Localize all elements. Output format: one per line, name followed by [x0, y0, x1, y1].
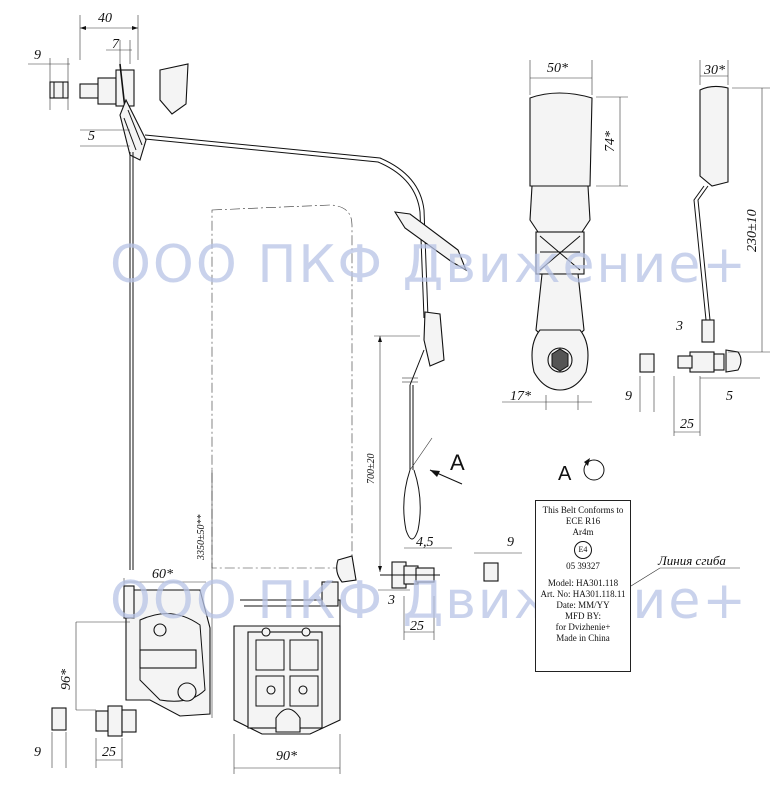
dim-belt-length: 3350±50**	[196, 515, 207, 562]
e4-mark: E4	[574, 541, 592, 559]
dim-buckle-height: 74*	[603, 131, 618, 152]
view-a-label: A	[450, 450, 465, 475]
dim-anchor-top-bolt: 9	[34, 48, 41, 63]
label-line: ECE R16	[565, 516, 601, 526]
label-line: This Belt Conforms to	[542, 505, 624, 515]
dim-retractor-width: 60*	[152, 567, 173, 582]
label-line: Model: HA301.118	[547, 578, 619, 588]
belt-webbing	[129, 134, 468, 570]
fold-line-label: Линия сгиба	[658, 553, 726, 568]
top-anchor	[28, 15, 189, 161]
dim-buckle-thk: 5	[726, 389, 733, 404]
label-line: MFD BY:	[565, 611, 601, 621]
label-line: 05 39327	[566, 561, 600, 571]
lower-length-dimension	[374, 335, 420, 572]
dim-anchor-top-width: 40	[98, 11, 112, 26]
dim-buckle-bracket: 3	[675, 319, 683, 334]
dim-buckle-width: 50*	[547, 61, 568, 76]
buckle-front	[502, 60, 628, 410]
retractor-side	[51, 578, 211, 768]
label-line: Made in China	[556, 633, 610, 643]
view-a-symbol	[583, 458, 605, 481]
dim-retractor-bolt: 9	[34, 745, 41, 760]
dim-anchor-top-offset: 5	[88, 129, 95, 144]
dim-lower-bolt: 9	[507, 535, 514, 550]
label-line: Ar4m	[572, 527, 594, 537]
dim-lower-gap: 4,5	[416, 535, 434, 550]
dim-buckle-bolt: 9	[625, 389, 632, 404]
dim-lower-length: 700±20	[366, 454, 377, 485]
watermark-bottom: ООО ПКФ Движение+	[110, 571, 748, 631]
lower-anchor	[336, 547, 522, 640]
dim-buckle-base: 25	[680, 417, 694, 432]
dim-buckle-bottom: 17*	[510, 389, 531, 404]
label-line: for Dvizhenie+	[555, 622, 611, 632]
dim-anchor-top-gap: 7	[112, 37, 120, 52]
buckle-side	[639, 60, 770, 436]
view-a-arrow	[429, 469, 463, 485]
certification-label: This Belt Conforms to ECE R16 Ar4m E4 05…	[535, 500, 631, 672]
label-line: Date: MM/YY	[556, 600, 610, 610]
dim-retractor-front: 90*	[276, 749, 297, 764]
dim-lower-base: 25	[410, 619, 424, 634]
fold-line-leader	[630, 567, 740, 587]
dim-buckle-length: 230±10	[745, 209, 760, 252]
dim-lower-thk: 3	[387, 593, 395, 608]
label-line: Art. No: HA301.118.11	[540, 589, 626, 599]
dim-retractor-base: 25	[102, 745, 116, 760]
dim-buckle-side-width: 30*	[703, 63, 725, 78]
retractor-front	[233, 581, 341, 774]
watermark-top: ООО ПКФ Движение+	[110, 235, 748, 295]
view-a-title: A	[558, 463, 572, 485]
seat-outline	[211, 204, 353, 569]
dim-retractor-height: 96*	[59, 669, 74, 690]
